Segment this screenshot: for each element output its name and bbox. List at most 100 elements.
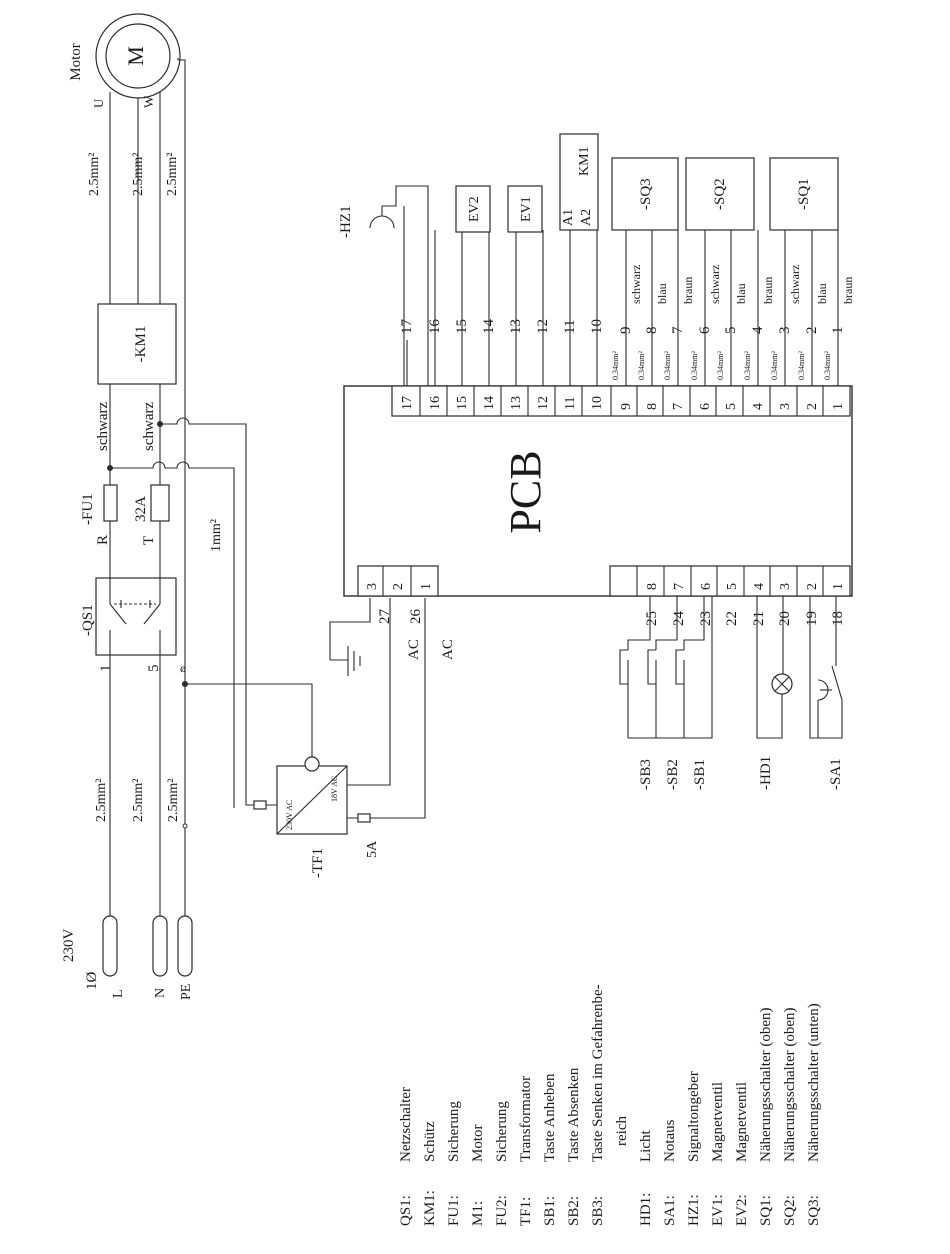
legend-code: HD1: <box>638 1193 654 1226</box>
pcb-top-terminal: 6 <box>698 403 713 410</box>
top-wire-number: 17 <box>399 319 415 335</box>
legend-desc: Näherungsschalter (oben) <box>782 1007 798 1162</box>
pcb-bottom-left-terminal: 2 <box>391 583 406 590</box>
pcb-bottom-right-terminal: 5 <box>725 583 740 590</box>
fu1-ref: -FU1 <box>80 493 96 525</box>
legend-code: FU1: <box>446 1195 462 1226</box>
ev2-valve <box>455 185 491 233</box>
km1-contactor-label: -KM1 <box>133 326 149 363</box>
pcb-top-terminal: 1 <box>831 403 846 410</box>
legend-desc: Signaltongeber <box>686 1071 702 1162</box>
bottom-wire-number: 22 <box>724 611 740 626</box>
pcb-bottom-right-terminal: 8 <box>645 583 660 590</box>
legend-desc: Taste Absenken <box>566 1067 582 1162</box>
ev1-valve <box>507 185 543 233</box>
sq2-label: -SQ2 <box>712 178 728 210</box>
wire-size-small: 0.34mm² <box>663 351 672 380</box>
hd1-lamp <box>771 673 793 695</box>
plug-n <box>152 915 168 977</box>
fu2-rating: 5A <box>365 840 380 858</box>
schwarz-label-2: schwarz <box>141 402 157 451</box>
legend-desc: Motor <box>470 1124 486 1162</box>
ac-label-1: AC <box>406 639 422 660</box>
wire-size-pe: 2.5mm² <box>166 779 181 822</box>
pe-symbol: ø <box>180 661 186 675</box>
bottom-wire-number: 23 <box>698 611 714 626</box>
plug-pe <box>177 915 193 977</box>
legend-desc: Sicherung <box>446 1101 462 1162</box>
hz1-buzzer: -HZ1 <box>338 185 429 386</box>
wire-size-small: 0.34mm² <box>611 351 620 380</box>
legend-desc: Taste Senken im Gefahrenbe- <box>590 984 606 1162</box>
legend-desc: Magnetventil <box>710 1082 726 1162</box>
fu1-t-label: T <box>141 536 157 545</box>
motor: M Motor U W <box>68 13 181 108</box>
fu1-fuse-r <box>103 484 118 522</box>
legend-code: EV2: <box>734 1194 750 1226</box>
sq3-sensor <box>611 157 679 231</box>
fu1-fuse-t <box>150 484 170 522</box>
pcb-top-terminal: 15 <box>455 396 470 410</box>
pcb-top-terminal: 2 <box>805 403 820 410</box>
pcb-top-terminal: 5 <box>724 403 739 410</box>
km1-coil-ref: KM1 <box>577 146 592 176</box>
wire-size-small: 0.34mm² <box>716 351 725 380</box>
bottom-wire-number: 24 <box>671 611 687 627</box>
pcb-bottom-right-terminal: 6 <box>699 583 714 590</box>
supply-n: N <box>153 988 168 998</box>
supply-phase: 1Ø <box>84 972 100 991</box>
pcb-bottom-right-terminal: 3 <box>778 583 793 590</box>
pcb-label: PCB <box>501 450 550 533</box>
legend-code: SB2: <box>566 1196 582 1226</box>
wire-color-braun: braun <box>761 277 775 304</box>
legend-code: SB1: <box>542 1196 558 1226</box>
bottom-wire-number: 25 <box>644 611 660 626</box>
legend-desc: Notaus <box>662 1119 678 1162</box>
fu1-r-label: R <box>95 535 111 545</box>
wire-color-schwarz: schwarz <box>629 265 643 304</box>
pcb-top-terminal: 3 <box>778 403 793 410</box>
km1-coil <box>559 133 599 231</box>
motor-label: Motor <box>68 43 84 81</box>
hd1-label: -HD1 <box>758 756 774 790</box>
sb-buttons <box>619 649 685 690</box>
pcb-bottom-right-terminal: 1 <box>831 583 846 590</box>
pcb-bottom-right-terminal: 2 <box>805 583 820 590</box>
bottom-wire-number: 21 <box>751 611 767 626</box>
legend-code: SQ2: <box>782 1195 798 1226</box>
ac-label-2: AC <box>440 639 456 660</box>
pcb-top-terminal: 12 <box>536 396 551 410</box>
qs1-terminal-5: 5 <box>146 665 162 673</box>
pcb-top-terminal: 7 <box>671 403 686 410</box>
ev2-label: EV2 <box>467 196 482 222</box>
plug-l <box>102 915 118 977</box>
legend: QS1:NetzschalterKM1:SchützFU1:SicherungM… <box>398 984 822 1226</box>
pcb-top-terminal: 4 <box>751 403 766 410</box>
sb3-label: -SB3 <box>638 759 654 790</box>
sq1-sensor <box>769 157 839 231</box>
wire-size-n: 2.5mm² <box>131 779 146 822</box>
legend-desc: reich <box>614 1116 630 1146</box>
supply-l: L <box>111 989 126 998</box>
sb2-label: -SB2 <box>665 759 681 790</box>
bottom-wire-number: 18 <box>830 611 846 626</box>
wire-color-blau: blau <box>734 283 748 304</box>
wire-size-small: 0.34mm² <box>743 351 752 380</box>
legend-desc: Sicherung <box>494 1101 510 1162</box>
pcb-top-terminal: 14 <box>482 396 497 410</box>
legend-code: SA1: <box>662 1195 678 1226</box>
pcb-board <box>343 385 853 597</box>
motor-u-label: U <box>91 98 106 108</box>
sa1-label: -SA1 <box>828 758 844 790</box>
wire-size-w: 2.5mm² <box>165 153 180 196</box>
legend-desc: Näherungsschalter (unten) <box>806 1003 822 1162</box>
tf1-ref: -TF1 <box>310 848 326 878</box>
legend-code: M1: <box>470 1201 486 1226</box>
wire-size-v: 2.5mm² <box>131 153 146 196</box>
